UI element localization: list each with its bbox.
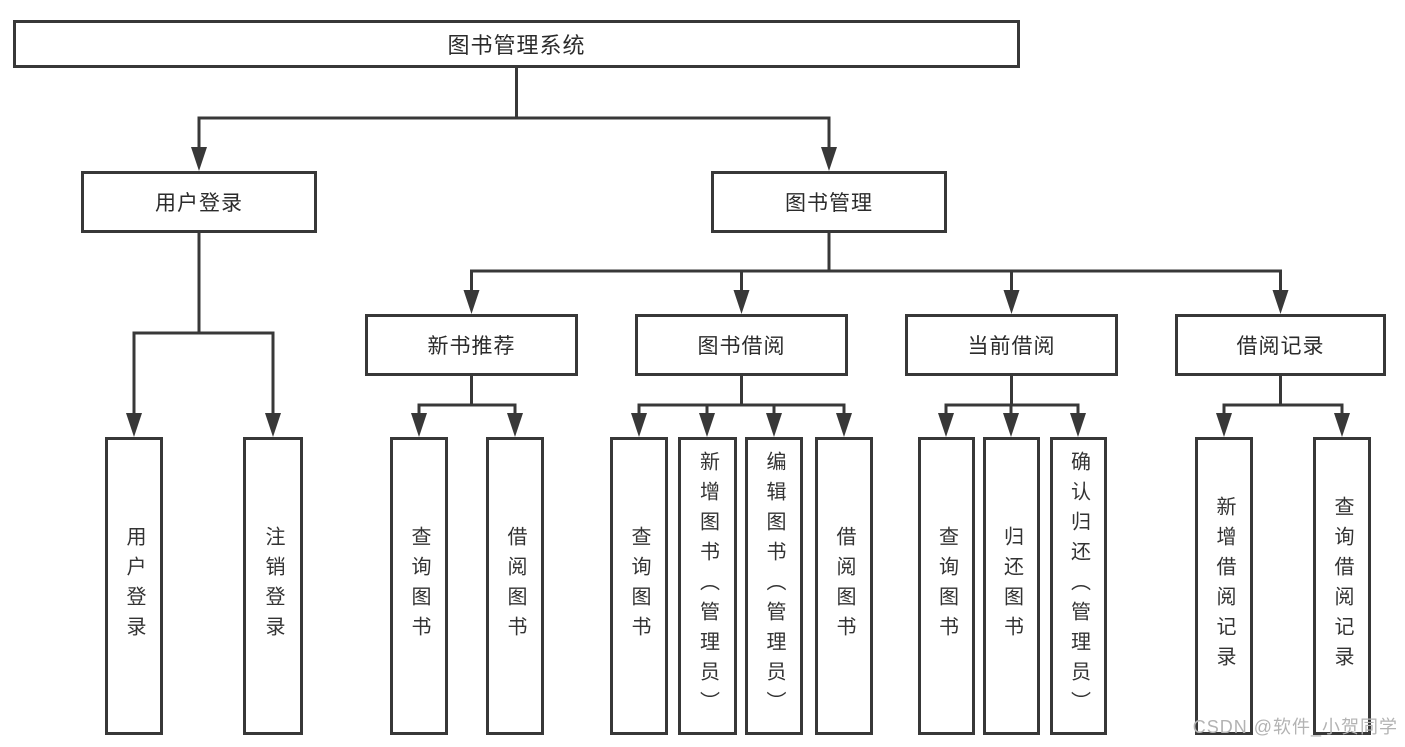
leaf-confirm-return-admin: 确认归还（管理员） (1050, 437, 1107, 735)
connector-book-borrowing-to-leaves (637, 376, 846, 416)
arrowheads (126, 147, 1350, 437)
leaf-return-book: 归还图书 (983, 437, 1040, 735)
connector-borrow-records-to-leaves (1222, 376, 1344, 416)
node-current-borrowing: 当前借阅 (905, 314, 1118, 376)
node-book-management: 图书管理 (711, 171, 947, 233)
node-book-borrowing: 图书借阅 (635, 314, 848, 376)
leaf-add-borrow-record: 新增借阅记录 (1195, 437, 1253, 735)
connector-user-login-to-leaves (132, 233, 275, 416)
leaf-logout: 注销登录 (243, 437, 303, 735)
node-borrowing-records: 借阅记录 (1175, 314, 1386, 376)
connector-current-borrowing-to-leaves (944, 376, 1080, 416)
leaf-add-book-admin: 新增图书（管理员） (678, 437, 737, 735)
leaf-query-books-current: 查询图书 (918, 437, 975, 735)
leaf-edit-book-admin: 编辑图书（管理员） (745, 437, 803, 735)
leaf-user-login: 用户登录 (105, 437, 163, 735)
node-library-management-system: 图书管理系统 (13, 20, 1020, 68)
leaf-query-borrow-record: 查询借阅记录 (1313, 437, 1371, 735)
watermark-text: CSDN @软件_小贺同学 (1192, 717, 1398, 737)
leaf-query-books-borrowing: 查询图书 (610, 437, 668, 735)
connector-new-book-to-leaves (417, 376, 517, 416)
leaf-borrow-books-recommend: 借阅图书 (486, 437, 544, 735)
leaf-borrow-books-borrowing: 借阅图书 (815, 437, 873, 735)
leaf-query-books-recommend: 查询图书 (390, 437, 448, 735)
connector-root-to-level2 (197, 68, 831, 150)
node-user-login: 用户登录 (81, 171, 317, 233)
node-new-book-recommendation: 新书推荐 (365, 314, 578, 376)
connector-book-mgmt-to-level3 (470, 233, 1282, 293)
